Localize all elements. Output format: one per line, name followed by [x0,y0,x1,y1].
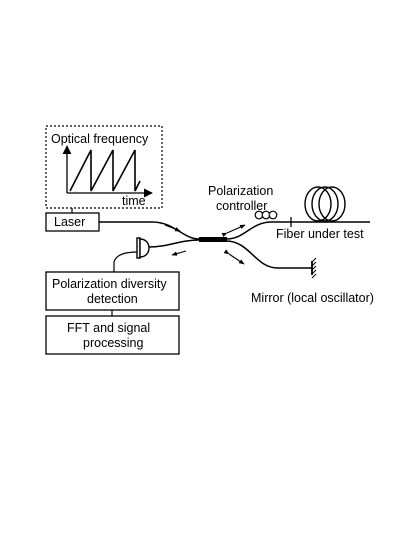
detection-box [45,271,180,311]
mirror-label: Mirror (local oscillator) [251,291,374,305]
polarization-controller-label-line1: Polarization [208,184,273,198]
inset-dotted-frame [45,125,163,209]
processing-block: FFT and signal processing [45,315,180,355]
sawtooth-waveform [69,149,141,192]
processing-label-line2: processing [83,336,143,350]
frequency-inset: Optical frequency time [45,125,163,209]
detector-signal-lead [113,251,138,272]
fiber-coil-loop-3 [318,186,346,222]
fiber-coil-loop-2 [311,186,339,222]
detection-block: Polarization diversity detection [45,271,180,311]
polarization-controller-label-line2: controller [216,199,267,213]
processing-box [45,315,180,355]
inset-axis-label: time [122,194,146,208]
fiber-under-test: Fiber under test [276,186,364,241]
processing-label-line1: FFT and signal [67,321,150,335]
inset-title: Optical frequency [51,132,149,146]
photodetector [113,237,150,272]
propagation-arrows [164,224,246,265]
arrow-laser-to-coupler [164,224,181,232]
laser-fiber [99,221,201,240]
reference-arm-fiber [225,240,312,269]
detection-label-line1: Polarization diversity [52,277,167,291]
test-arm-fiber [225,221,370,240]
fiber-coil-loop-1 [304,186,332,222]
laser-block: Laser [45,208,100,232]
fiber-network [99,221,370,269]
mirror: Mirror (local oscillator) [251,257,374,305]
paddle-icon-3 [268,210,278,220]
fiber-coupler [199,237,227,242]
arrow-test-arm-bidirectional [221,224,246,238]
fiber-under-test-label: Fiber under test [276,227,364,241]
mirror-hatching [311,257,317,279]
polarization-controller: Polarization controller [208,184,278,220]
detection-label-line2: detection [87,292,138,306]
laser-label: Laser [54,215,85,229]
photodetector-dome [139,238,150,258]
arrow-coupler-to-detector [171,250,187,256]
arrow-reference-arm-bidirectional [223,249,245,265]
detector-fiber [147,239,201,248]
